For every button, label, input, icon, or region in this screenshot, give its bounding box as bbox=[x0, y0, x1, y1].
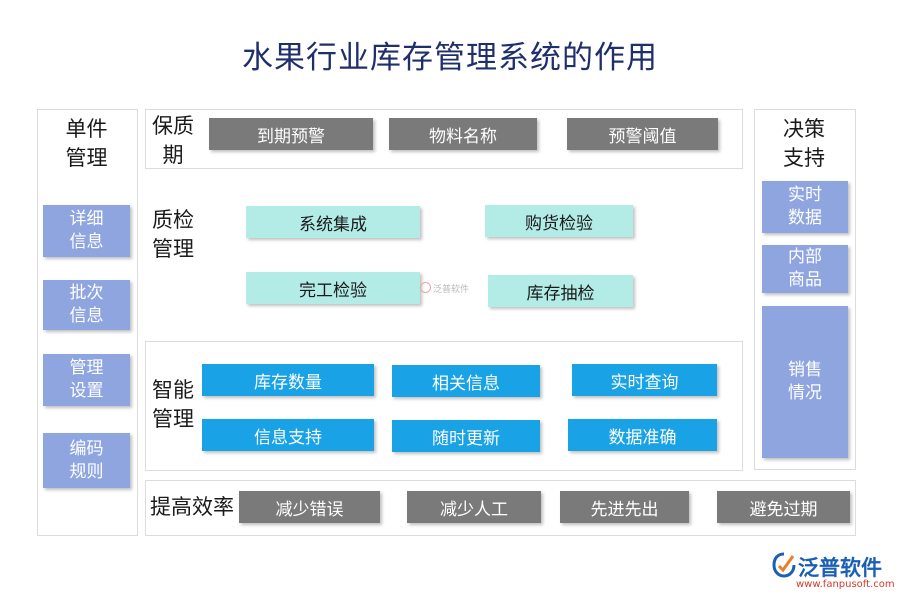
watermark-icon bbox=[420, 282, 431, 293]
manage-settings-box[interactable]: 管理 设置 bbox=[43, 354, 130, 406]
realtime-data-line2: 数据 bbox=[788, 208, 822, 228]
watermark-text: 泛普软件 bbox=[433, 285, 470, 295]
realtime-data-line1: 实时 bbox=[788, 185, 822, 205]
smart-heading-line1: 智能 bbox=[152, 378, 194, 402]
reduce-labor-box[interactable]: 减少人工 bbox=[407, 491, 541, 523]
expiry-warning-box[interactable]: 到期预警 bbox=[209, 118, 373, 150]
avoid-expiry-box[interactable]: 避免过期 bbox=[717, 491, 850, 523]
detail-info-line1: 详细 bbox=[69, 209, 104, 229]
manage-settings-line1: 管理 bbox=[69, 358, 104, 378]
batch-info-box[interactable]: 批次 信息 bbox=[43, 280, 130, 330]
single-item-heading-line2: 管理 bbox=[65, 146, 108, 170]
sales-status-line2: 情况 bbox=[788, 383, 822, 403]
shelf-life-heading-line2: 期 bbox=[162, 143, 184, 167]
quality-heading-line2: 管理 bbox=[152, 237, 194, 261]
internal-goods-box[interactable]: 内部 商品 bbox=[762, 245, 848, 293]
internal-goods-line1: 内部 bbox=[788, 247, 822, 267]
coding-rules-line2: 规则 bbox=[69, 461, 104, 482]
system-integration-box[interactable]: 系统集成 bbox=[246, 206, 420, 238]
logo-url: www.fanpusoft.com bbox=[796, 579, 895, 590]
data-accuracy-box[interactable]: 数据准确 bbox=[568, 419, 717, 451]
watermark: 泛普软件 bbox=[420, 282, 469, 295]
reduce-errors-box[interactable]: 减少错误 bbox=[239, 491, 380, 523]
material-name-box[interactable]: 物料名称 bbox=[389, 118, 537, 150]
fifo-box[interactable]: 先进先出 bbox=[560, 491, 689, 523]
warning-threshold-box[interactable]: 预警阈值 bbox=[567, 118, 718, 150]
batch-info-line2: 信息 bbox=[69, 306, 104, 326]
coding-rules-line1: 编码 bbox=[69, 438, 104, 459]
decision-heading: 决策 支持 bbox=[754, 115, 854, 173]
stock-quantity-box[interactable]: 库存数量 bbox=[202, 364, 374, 396]
efficiency-heading: 提高效率 bbox=[150, 495, 234, 519]
logo-icon bbox=[772, 552, 796, 578]
shelf-life-heading: 保质 期 bbox=[150, 112, 196, 170]
purchase-inspection-box[interactable]: 购货检验 bbox=[485, 205, 633, 237]
realtime-query-box[interactable]: 实时查询 bbox=[572, 364, 717, 396]
sales-status-line1: 销售 bbox=[788, 360, 822, 380]
single-item-heading: 单件 管理 bbox=[37, 115, 136, 173]
related-info-box[interactable]: 相关信息 bbox=[392, 365, 540, 397]
decision-heading-line1: 决策 bbox=[783, 117, 825, 141]
quality-heading-line1: 质检 bbox=[152, 208, 194, 232]
manage-settings-line2: 设置 bbox=[69, 381, 104, 401]
stock-sampling-box[interactable]: 库存抽检 bbox=[488, 275, 633, 307]
info-support-box[interactable]: 信息支持 bbox=[202, 419, 374, 451]
coding-rules-box[interactable]: 编码 规则 bbox=[43, 433, 130, 488]
detail-info-box[interactable]: 详细 信息 bbox=[43, 205, 130, 257]
smart-heading: 智能 管理 bbox=[150, 376, 196, 434]
quality-heading: 质检 管理 bbox=[150, 206, 196, 264]
detail-info-line2: 信息 bbox=[69, 232, 104, 252]
single-item-heading-line1: 单件 bbox=[65, 117, 108, 141]
page-title: 水果行业库存管理系统的作用 bbox=[242, 40, 658, 76]
completion-inspection-box[interactable]: 完工检验 bbox=[246, 272, 420, 304]
shelf-life-heading-line1: 保质 bbox=[152, 114, 194, 138]
internal-goods-line2: 商品 bbox=[788, 270, 822, 290]
batch-info-line1: 批次 bbox=[69, 283, 104, 303]
sales-status-box[interactable]: 销售 情况 bbox=[762, 306, 848, 458]
smart-heading-line2: 管理 bbox=[152, 407, 194, 431]
realtime-data-box[interactable]: 实时 数据 bbox=[762, 181, 848, 233]
timely-update-box[interactable]: 随时更新 bbox=[392, 420, 540, 452]
decision-heading-line2: 支持 bbox=[783, 146, 825, 170]
logo-name: 泛普软件 bbox=[798, 556, 882, 580]
